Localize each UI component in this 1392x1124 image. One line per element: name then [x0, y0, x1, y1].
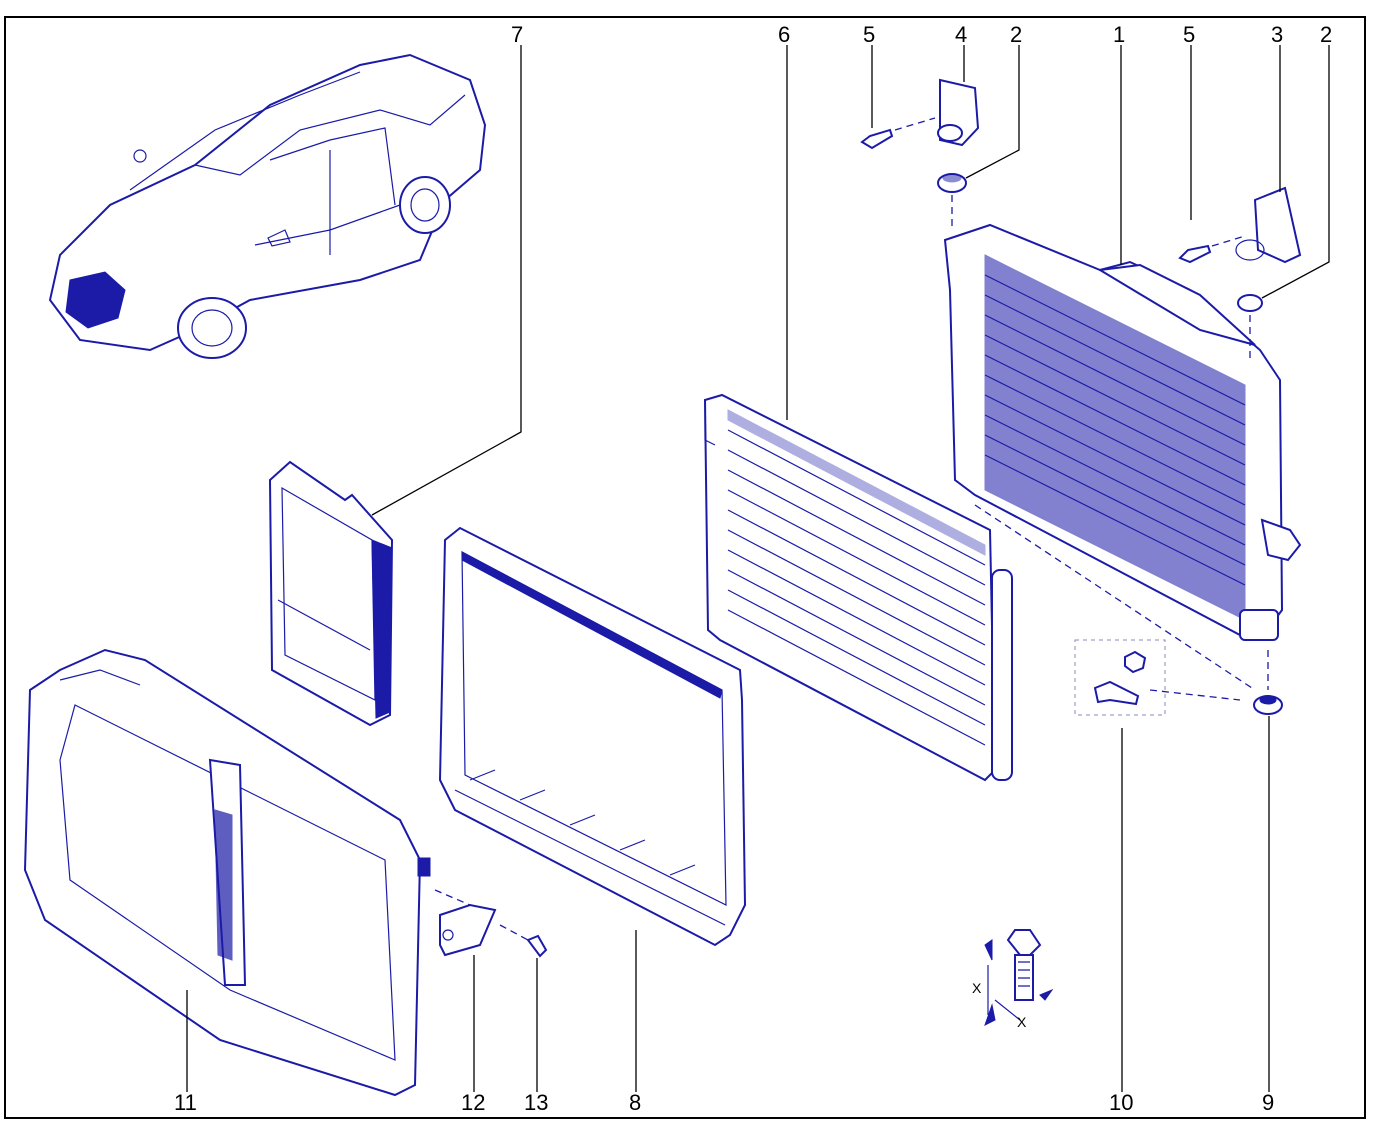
callout-5-right: 5	[1183, 22, 1195, 47]
torque-tightening-symbol: X X	[972, 929, 1054, 1030]
torque-label-x-2: X	[1017, 1014, 1027, 1030]
bracket-part-12	[434, 889, 497, 957]
callout-3: 3	[1271, 22, 1283, 47]
grommet-part-2-upper	[937, 173, 967, 230]
leader-lines	[186, 45, 1330, 1092]
bolt-part-5-left	[860, 117, 936, 150]
callout-2-upper: 2	[1010, 22, 1022, 47]
callout-1: 1	[1113, 22, 1125, 47]
diagram-frame	[4, 16, 1366, 1119]
fan-shroud-part-7	[268, 460, 394, 727]
bolt-part-5-right	[1178, 235, 1246, 264]
callout-10: 10	[1109, 1090, 1133, 1115]
front-end-module-part-11	[23, 648, 431, 1097]
callout-numbers: 7 6 5 4 2 1 5 3 2 11 12 13 8 10 9	[174, 22, 1332, 1115]
callout-13: 13	[524, 1090, 548, 1115]
callout-7: 7	[511, 22, 523, 47]
vehicle-locator-illustration	[48, 53, 487, 359]
upper-bracket-part-3	[1235, 186, 1302, 264]
lower-grommet-part-9	[974, 504, 1283, 715]
condenser-part-6	[703, 393, 1013, 782]
torque-label-x-1: X	[972, 980, 982, 996]
callout-11: 11	[174, 1090, 197, 1115]
screw-part-13	[499, 924, 548, 958]
callout-12: 12	[461, 1090, 485, 1115]
callout-8: 8	[629, 1090, 641, 1115]
radiator-part-1	[943, 223, 1302, 642]
callout-9: 9	[1262, 1090, 1274, 1115]
fastener-kit-part-10	[1074, 639, 1241, 716]
grommet-part-2-lower	[1237, 294, 1263, 360]
callout-5-left: 5	[863, 22, 875, 47]
callout-2-lower: 2	[1320, 22, 1332, 47]
callout-4: 4	[955, 22, 967, 47]
callout-6: 6	[778, 22, 790, 47]
air-deflector-frame-part-8	[438, 526, 747, 947]
upper-bracket-part-4	[937, 78, 980, 147]
